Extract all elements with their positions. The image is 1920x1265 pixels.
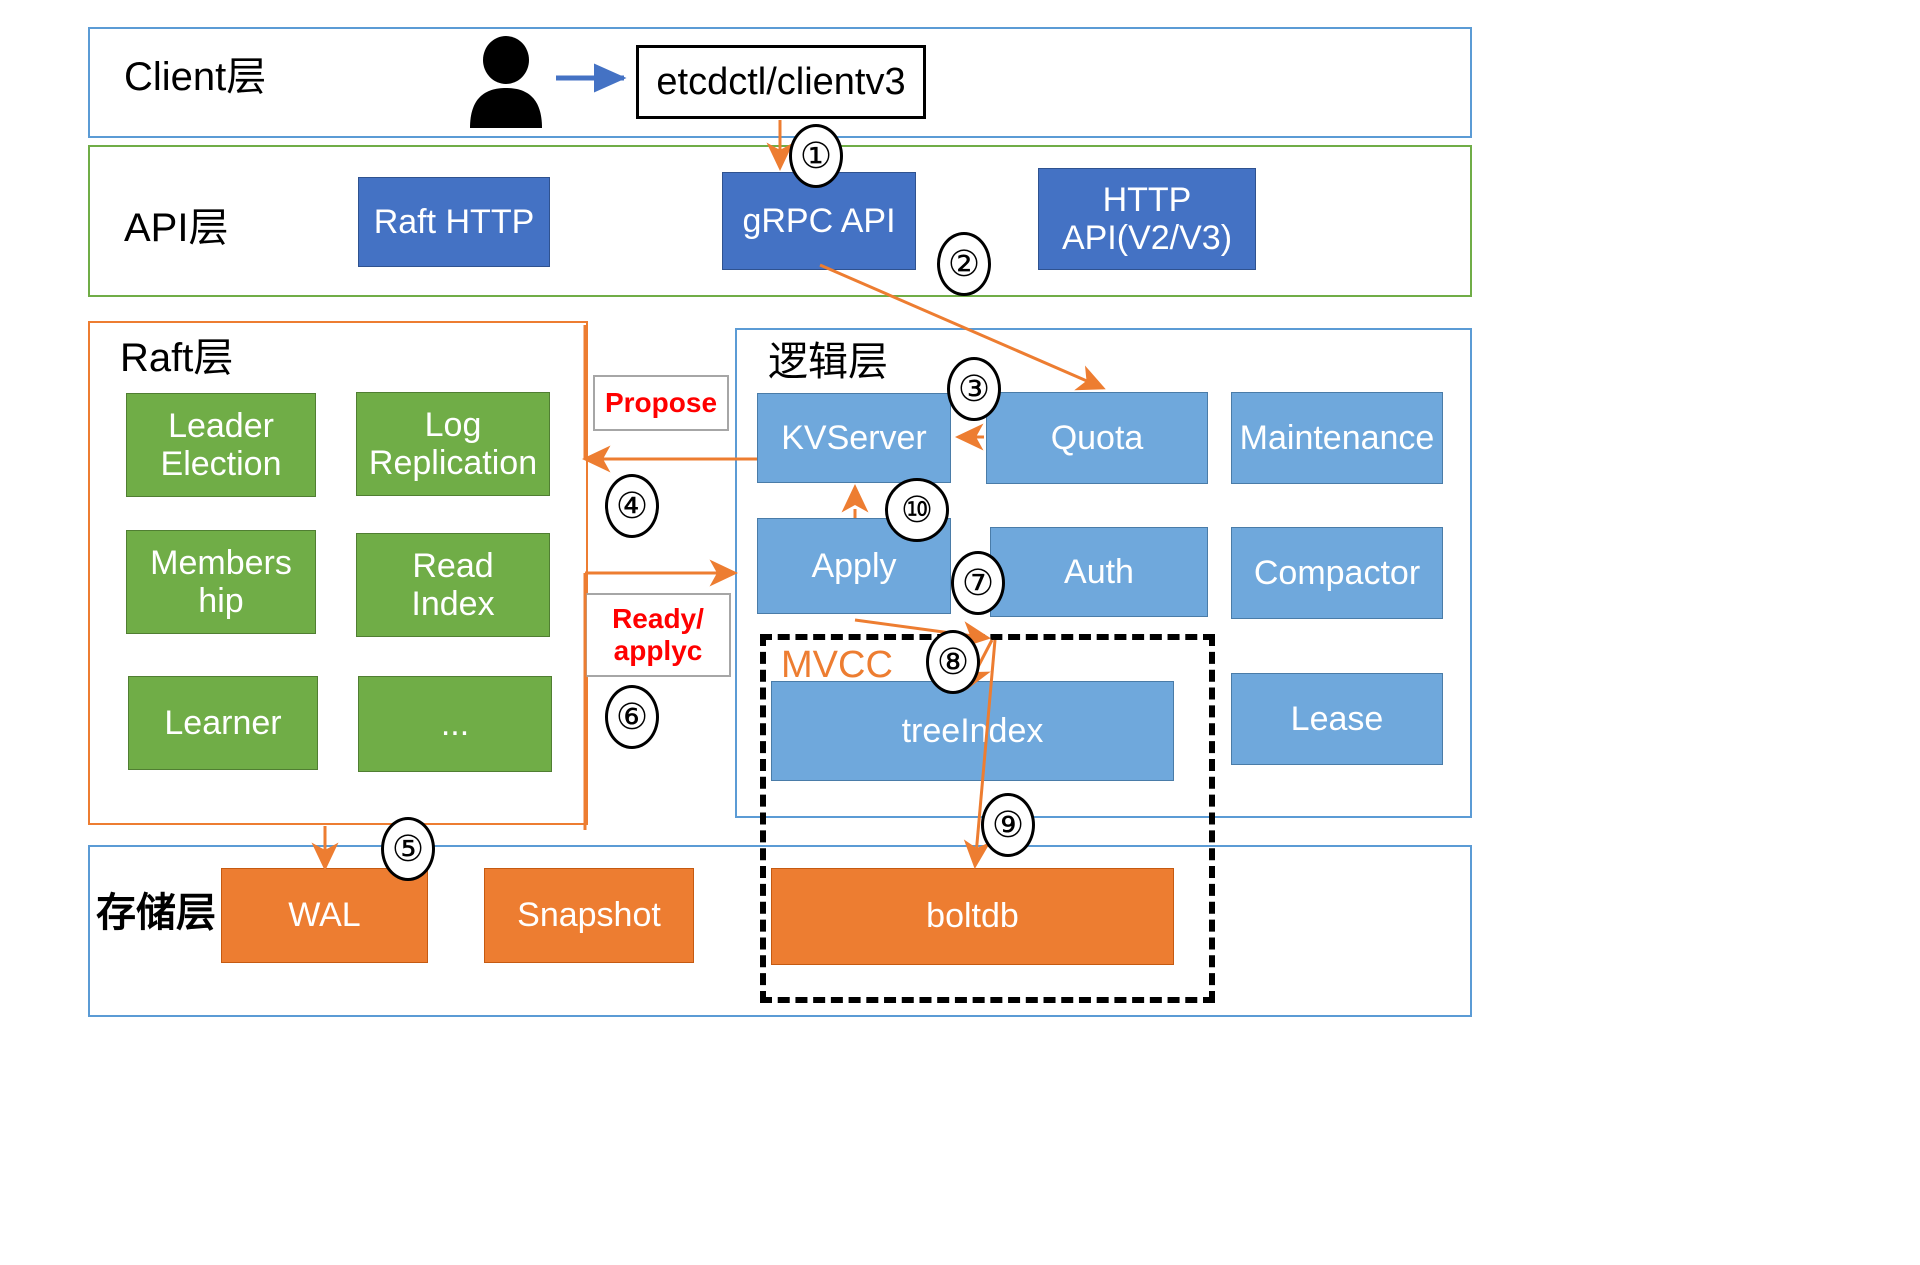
step-4-badge: ④ [605, 474, 659, 538]
callout-propose-label: Propose [604, 386, 718, 418]
node-leader-election[interactable]: Leader Election [126, 393, 316, 497]
node-snapshot[interactable]: Snapshot [484, 868, 694, 963]
step-6-badge: ⑥ [605, 685, 659, 749]
node-grpc-api[interactable]: gRPC API [722, 172, 916, 270]
node-treeindex-label: treeIndex [901, 711, 1044, 750]
callout-ready-applyc-label: Ready/ applyc [612, 602, 704, 666]
node-membership-label: Members hip [150, 543, 292, 620]
step-8-label: ⑧ [936, 641, 970, 682]
node-kvserver-label: KVServer [781, 418, 927, 457]
step-5-badge: ⑤ [381, 817, 435, 881]
node-lease-label: Lease [1290, 699, 1384, 738]
api-layer-title: API层 [124, 206, 229, 250]
node-maintenance[interactable]: Maintenance [1231, 392, 1443, 484]
node-grpc-api-label: gRPC API [742, 201, 896, 240]
step-10-badge: ⑩ [885, 478, 949, 542]
person-icon [466, 36, 546, 128]
node-read-index[interactable]: Read Index [356, 533, 550, 637]
node-learner[interactable]: Learner [128, 676, 318, 770]
step-9-badge: ⑨ [981, 793, 1035, 857]
node-maintenance-label: Maintenance [1239, 418, 1435, 457]
node-kvserver[interactable]: KVServer [757, 393, 951, 483]
node-quota[interactable]: Quota [986, 392, 1208, 484]
node-boltdb-label: boltdb [926, 897, 1019, 936]
step-10-label: ⑩ [900, 489, 934, 530]
node-wal[interactable]: WAL [221, 868, 428, 963]
logic-layer-title: 逻辑层 [768, 340, 888, 384]
node-http-api-label: HTTP API(V2/V3) [1061, 180, 1233, 257]
step-9-label: ⑨ [991, 804, 1025, 845]
node-compactor-label: Compactor [1253, 553, 1421, 592]
node-boltdb[interactable]: boltdb [771, 868, 1174, 965]
node-membership[interactable]: Members hip [126, 530, 316, 634]
raft-layer-title: Raft层 [120, 336, 234, 380]
step-1-label: ① [799, 135, 833, 176]
node-auth-label: Auth [1064, 552, 1134, 591]
step-8-badge: ⑧ [926, 630, 980, 694]
node-apply-label: Apply [811, 546, 897, 585]
node-apply[interactable]: Apply [757, 518, 951, 614]
node-leader-election-label: Leader Election [160, 406, 282, 483]
step-3-label: ③ [957, 368, 991, 409]
node-log-replication-label: Log Replication [368, 405, 538, 482]
step-1-badge: ① [789, 124, 843, 188]
step-2-label: ② [947, 243, 981, 284]
node-learner-label: Learner [164, 703, 282, 742]
node-auth[interactable]: Auth [990, 527, 1208, 617]
client-layer-title: Client层 [124, 55, 267, 99]
step-5-label: ⑤ [391, 828, 425, 869]
step-7-label: ⑦ [961, 562, 995, 603]
node-snapshot-label: Snapshot [517, 896, 661, 935]
callout-propose: Propose [593, 375, 729, 431]
node-lease[interactable]: Lease [1231, 673, 1443, 765]
etcdctl-client-box[interactable]: etcdctl/clientv3 [636, 45, 926, 119]
node-read-index-label: Read Index [411, 546, 495, 623]
node-quota-label: Quota [1050, 418, 1144, 457]
node-log-replication[interactable]: Log Replication [356, 392, 550, 496]
node-wal-label: WAL [288, 896, 361, 935]
node-http-api[interactable]: HTTP API(V2/V3) [1038, 168, 1256, 270]
mvcc-label: MVCC [781, 644, 893, 686]
node-ellipsis-label: ... [440, 704, 470, 743]
node-treeindex[interactable]: treeIndex [771, 681, 1174, 781]
etcdctl-client-label: etcdctl/clientv3 [656, 60, 906, 103]
storage-layer-title: 存储层 [96, 891, 216, 935]
callout-ready-applyc: Ready/ applyc [585, 593, 731, 677]
node-raft-http-label: Raft HTTP [373, 202, 535, 241]
step-2-badge: ② [937, 232, 991, 296]
node-ellipsis[interactable]: ... [358, 676, 552, 772]
step-6-label: ⑥ [615, 696, 649, 737]
step-3-badge: ③ [947, 357, 1001, 421]
step-7-badge: ⑦ [951, 551, 1005, 615]
node-raft-http[interactable]: Raft HTTP [358, 177, 550, 267]
node-compactor[interactable]: Compactor [1231, 527, 1443, 619]
step-4-label: ④ [615, 485, 649, 526]
